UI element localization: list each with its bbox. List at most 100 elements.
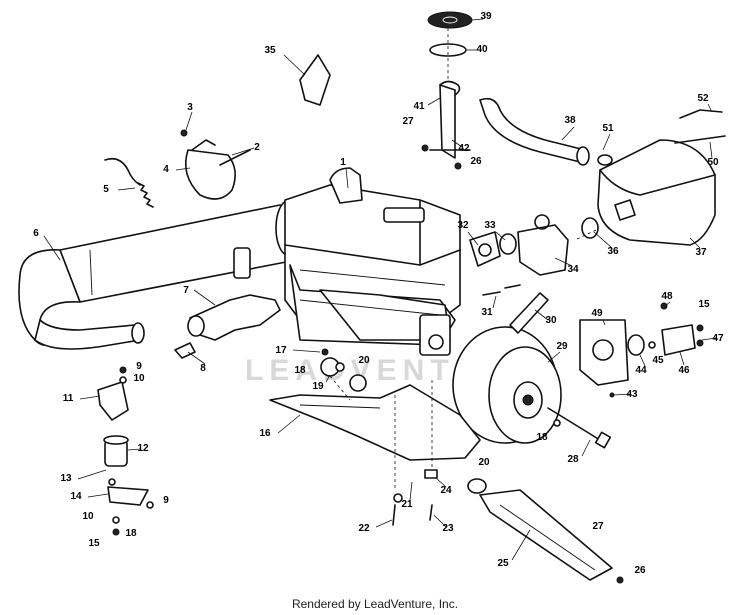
callout-42[interactable]: 42	[458, 143, 470, 154]
callout-35[interactable]: 35	[264, 45, 276, 56]
leader-line-37	[689, 237, 701, 249]
callout-41[interactable]: 41	[413, 101, 425, 112]
callout-32[interactable]: 32	[457, 220, 469, 231]
leader-line-6	[43, 235, 61, 261]
leader-line-51	[602, 133, 611, 151]
clutch-bolt-part[interactable]	[547, 407, 612, 449]
callout-9b[interactable]: 9	[163, 495, 169, 506]
callout-26b[interactable]: 26	[634, 565, 646, 576]
callout-10a[interactable]: 10	[133, 373, 145, 384]
callout-44[interactable]: 44	[635, 365, 647, 376]
callout-40[interactable]: 40	[476, 44, 488, 55]
callout-38[interactable]: 38	[564, 115, 576, 126]
callout-34[interactable]: 34	[567, 264, 579, 275]
callout-27b[interactable]: 27	[592, 521, 604, 532]
callout-11[interactable]: 11	[63, 393, 74, 404]
footer-credit: Rendered by LeadVenture, Inc.	[291, 597, 459, 611]
leader-line-36	[593, 231, 613, 249]
exhaust-manifold-part[interactable]	[187, 294, 281, 341]
mounting-bracket-part[interactable]	[429, 28, 471, 159]
callout-26a[interactable]: 26	[470, 156, 482, 167]
callout-23[interactable]: 23	[442, 523, 454, 534]
bracket-part[interactable]	[299, 54, 331, 106]
pin-part[interactable]	[482, 291, 501, 296]
callout-7[interactable]: 7	[183, 285, 189, 296]
callout-1[interactable]: 1	[340, 157, 346, 168]
callout-2[interactable]: 2	[254, 142, 260, 153]
air-silencer-part[interactable]	[597, 139, 716, 246]
leader-line-8	[187, 351, 206, 365]
leader-line-32	[467, 231, 479, 246]
callout-37[interactable]: 37	[695, 247, 707, 258]
bracket-part[interactable]	[679, 109, 723, 119]
motor-mount-isolator-part[interactable]	[103, 435, 129, 467]
callout-15b[interactable]: 15	[698, 299, 710, 310]
callout-49[interactable]: 49	[591, 308, 603, 319]
mounting-rail-part[interactable]	[479, 489, 613, 581]
tension-bracket-part[interactable]	[661, 324, 696, 356]
callout-29[interactable]: 29	[556, 341, 568, 352]
leader-line-30	[534, 309, 549, 321]
callout-33[interactable]: 33	[484, 220, 496, 231]
callout-15a[interactable]: 15	[88, 538, 100, 549]
callout-24[interactable]: 24	[440, 485, 452, 496]
callout-52[interactable]: 52	[697, 93, 709, 104]
callout-12[interactable]: 12	[137, 443, 149, 454]
engine-mount-plate-part[interactable]	[269, 384, 481, 461]
callout-19[interactable]: 19	[312, 381, 324, 392]
grommet-part[interactable]	[427, 11, 473, 29]
washer-part[interactable]	[429, 43, 467, 57]
callout-5[interactable]: 5	[103, 184, 109, 195]
spring-cable-part[interactable]	[104, 157, 154, 208]
callout-31[interactable]: 31	[481, 307, 493, 318]
callout-14[interactable]: 14	[70, 491, 82, 502]
callout-30[interactable]: 30	[545, 315, 557, 326]
rod-part[interactable]	[674, 135, 726, 144]
callout-18b[interactable]: 18	[125, 528, 137, 539]
leader-line-13	[77, 469, 107, 480]
leader-line-33	[495, 231, 506, 241]
bushing-part[interactable]	[627, 334, 645, 356]
intake-hose-part[interactable]	[479, 97, 613, 166]
callout-10b[interactable]: 10	[82, 511, 94, 522]
muffler-part[interactable]	[18, 200, 301, 350]
pin-part[interactable]	[504, 284, 521, 289]
callout-4[interactable]: 4	[163, 164, 169, 175]
callout-20b[interactable]: 20	[478, 457, 490, 468]
callout-20a[interactable]: 20	[358, 355, 370, 366]
gasket-part[interactable]	[174, 342, 196, 359]
callout-21[interactable]: 21	[401, 499, 413, 510]
callout-27a[interactable]: 27	[402, 116, 414, 127]
callout-36[interactable]: 36	[607, 246, 619, 257]
callout-50[interactable]: 50	[707, 157, 719, 168]
callout-51[interactable]: 51	[602, 123, 614, 134]
callout-48[interactable]: 48	[661, 291, 673, 302]
callout-25[interactable]: 25	[497, 558, 509, 569]
callout-47[interactable]: 47	[712, 333, 724, 344]
callout-17[interactable]: 17	[275, 345, 287, 356]
callout-13[interactable]: 13	[60, 473, 72, 484]
callout-39[interactable]: 39	[480, 11, 492, 22]
exhaust-clamp-part[interactable]	[180, 129, 251, 200]
callout-46[interactable]: 46	[678, 365, 690, 376]
callout-3[interactable]: 3	[187, 102, 193, 113]
leader-line-35	[283, 54, 306, 76]
carburetor-part[interactable]	[469, 214, 599, 276]
drive-clutch-part[interactable]	[452, 326, 562, 444]
callout-9a[interactable]: 9	[136, 361, 142, 372]
engine-part[interactable]	[284, 167, 461, 356]
callout-16[interactable]: 16	[259, 428, 271, 439]
belt-part[interactable]	[509, 292, 549, 334]
callout-28[interactable]: 28	[567, 454, 579, 465]
mount-bracket-part[interactable]	[97, 381, 129, 421]
callout-18c[interactable]: 18	[536, 432, 548, 443]
leader-line-16	[277, 414, 301, 434]
callout-18a[interactable]: 18	[294, 365, 306, 376]
rear-mount-plate-part[interactable]	[579, 319, 629, 386]
callout-8[interactable]: 8	[200, 363, 206, 374]
callout-22[interactable]: 22	[358, 523, 370, 534]
callout-45[interactable]: 45	[652, 355, 664, 366]
callout-43[interactable]: 43	[626, 389, 638, 400]
callout-6[interactable]: 6	[33, 228, 39, 239]
mount-bracket-part[interactable]	[107, 486, 149, 506]
